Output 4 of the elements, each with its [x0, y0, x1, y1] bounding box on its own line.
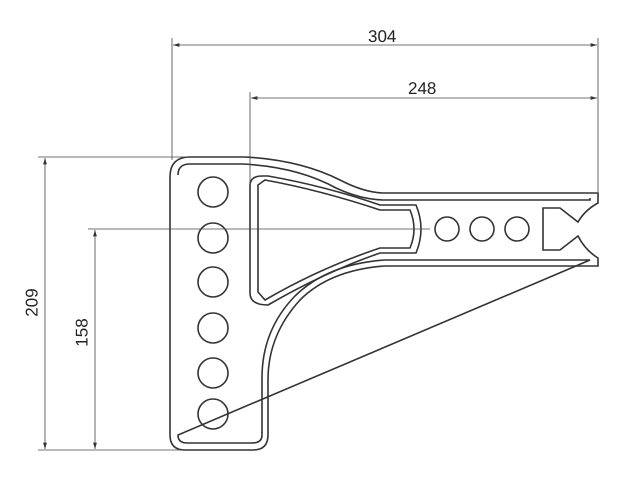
dimension-value: 248: [408, 80, 436, 97]
dimension-value: 209: [24, 288, 41, 317]
dimension-value: 158: [74, 318, 91, 347]
dimension-value: 304: [368, 28, 396, 45]
